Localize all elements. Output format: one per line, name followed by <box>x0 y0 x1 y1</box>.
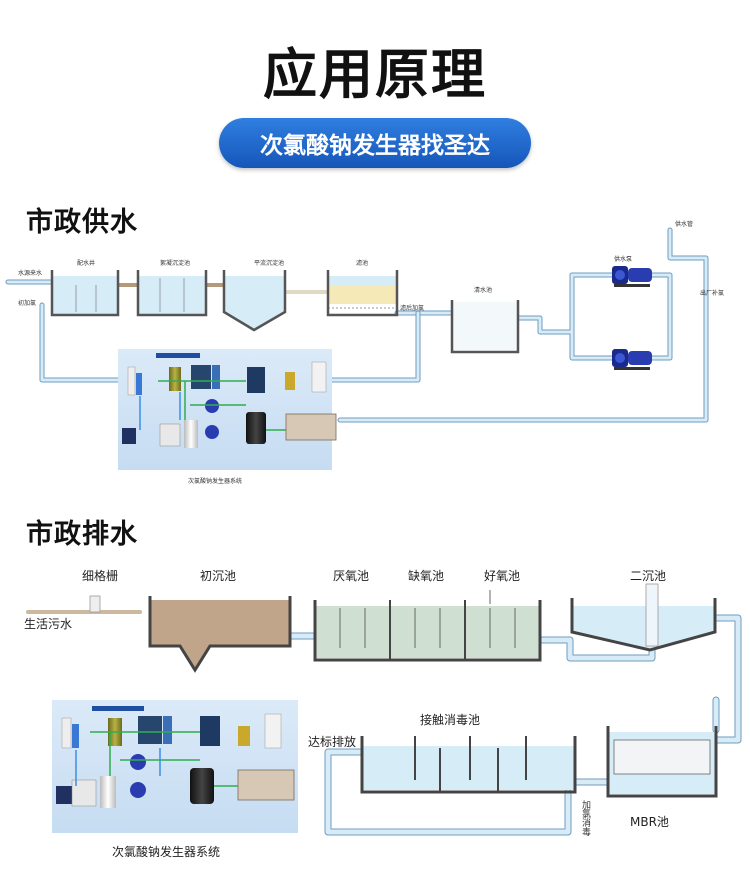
drainage-pipes <box>26 610 742 836</box>
label-contact-tank: 接触消毒池 <box>420 712 480 727</box>
label-source-water: 水源来水 <box>18 269 42 277</box>
secondary-clarifier <box>570 583 717 652</box>
fine-screen <box>89 595 101 613</box>
label-plant-chlorine: 出厂补氯 <box>700 289 724 297</box>
label-post-filter-chlorine: 滤后加氯 <box>400 304 424 312</box>
section-heading-supply: 市政供水 <box>26 207 138 238</box>
label-aerobic-tank: 好氧池 <box>484 569 520 583</box>
biological-tanks <box>313 590 542 662</box>
label-supply-pump: 供水泵 <box>614 255 632 263</box>
label-chlorine-disinfect: 加氯消毒 <box>580 800 591 837</box>
mbr-tank <box>606 726 718 798</box>
label-supply-pipe: 供水管 <box>675 220 693 228</box>
label-sewage: 生活污水 <box>24 617 72 631</box>
drainage-diagram: 细格栅 初沉池 厌氧池 缺氧池 好氧池 二沉池 生活污水 接触消毒池 达标排放 … <box>24 568 742 859</box>
supply-system-panel <box>118 349 337 470</box>
label-fine-screen: 细格栅 <box>82 568 118 583</box>
drainage-labels: 细格栅 初沉池 厌氧池 缺氧池 好氧池 二沉池 生活污水 接触消毒池 达标排放 … <box>24 568 669 859</box>
label-initial-chlorine: 初加氯 <box>18 299 36 307</box>
label-supply-system-caption: 次氯酸钠发生器系统 <box>188 477 242 485</box>
sedimentation-tank <box>222 270 287 332</box>
clear-water-tank <box>450 300 520 354</box>
primary-clarifier <box>148 596 292 673</box>
supply-pump-bottom <box>612 349 652 370</box>
label-anoxic-tank: 缺氧池 <box>408 568 444 583</box>
subtitle-badge: 次氯酸钠发生器找圣达 <box>219 118 531 168</box>
supply-diagram: 水源来水 初加氯 配水井 絮凝沉淀池 平流沉淀池 滤池 滤后加氯 清水池 供水泵… <box>5 220 724 485</box>
label-sedimentation-tank: 平流沉淀池 <box>254 259 284 267</box>
label-distribution-well: 配水井 <box>77 259 95 267</box>
supply-pump-top <box>612 266 652 287</box>
label-anaerobic-tank: 厌氧池 <box>333 569 369 583</box>
label-secondary-clarifier: 二沉池 <box>630 569 666 583</box>
supply-labels: 水源来水 初加氯 配水井 絮凝沉淀池 平流沉淀池 滤池 滤后加氯 清水池 供水泵… <box>18 220 724 485</box>
subtitle-badge-text: 次氯酸钠发生器找圣达 <box>260 133 490 159</box>
label-flocculation-tank: 絮凝沉淀池 <box>160 259 190 267</box>
contact-tank <box>360 736 577 794</box>
label-clear-water-tank: 清水池 <box>474 286 492 294</box>
flocculation-tank <box>136 270 208 317</box>
page-title: 应用原理 <box>263 43 487 106</box>
label-discharge: 达标排放 <box>308 734 356 749</box>
filter-tank <box>326 270 399 317</box>
distribution-well <box>50 270 120 317</box>
label-mbr-tank: MBR池 <box>630 815 669 829</box>
label-drainage-system-caption: 次氯酸钠发生器系统 <box>112 844 220 859</box>
label-filter-tank: 滤池 <box>356 259 368 267</box>
label-primary-clarifier: 初沉池 <box>200 569 236 583</box>
drainage-system-panel <box>52 700 298 833</box>
supply-pipes <box>5 227 709 423</box>
section-heading-drainage: 市政排水 <box>26 519 138 550</box>
